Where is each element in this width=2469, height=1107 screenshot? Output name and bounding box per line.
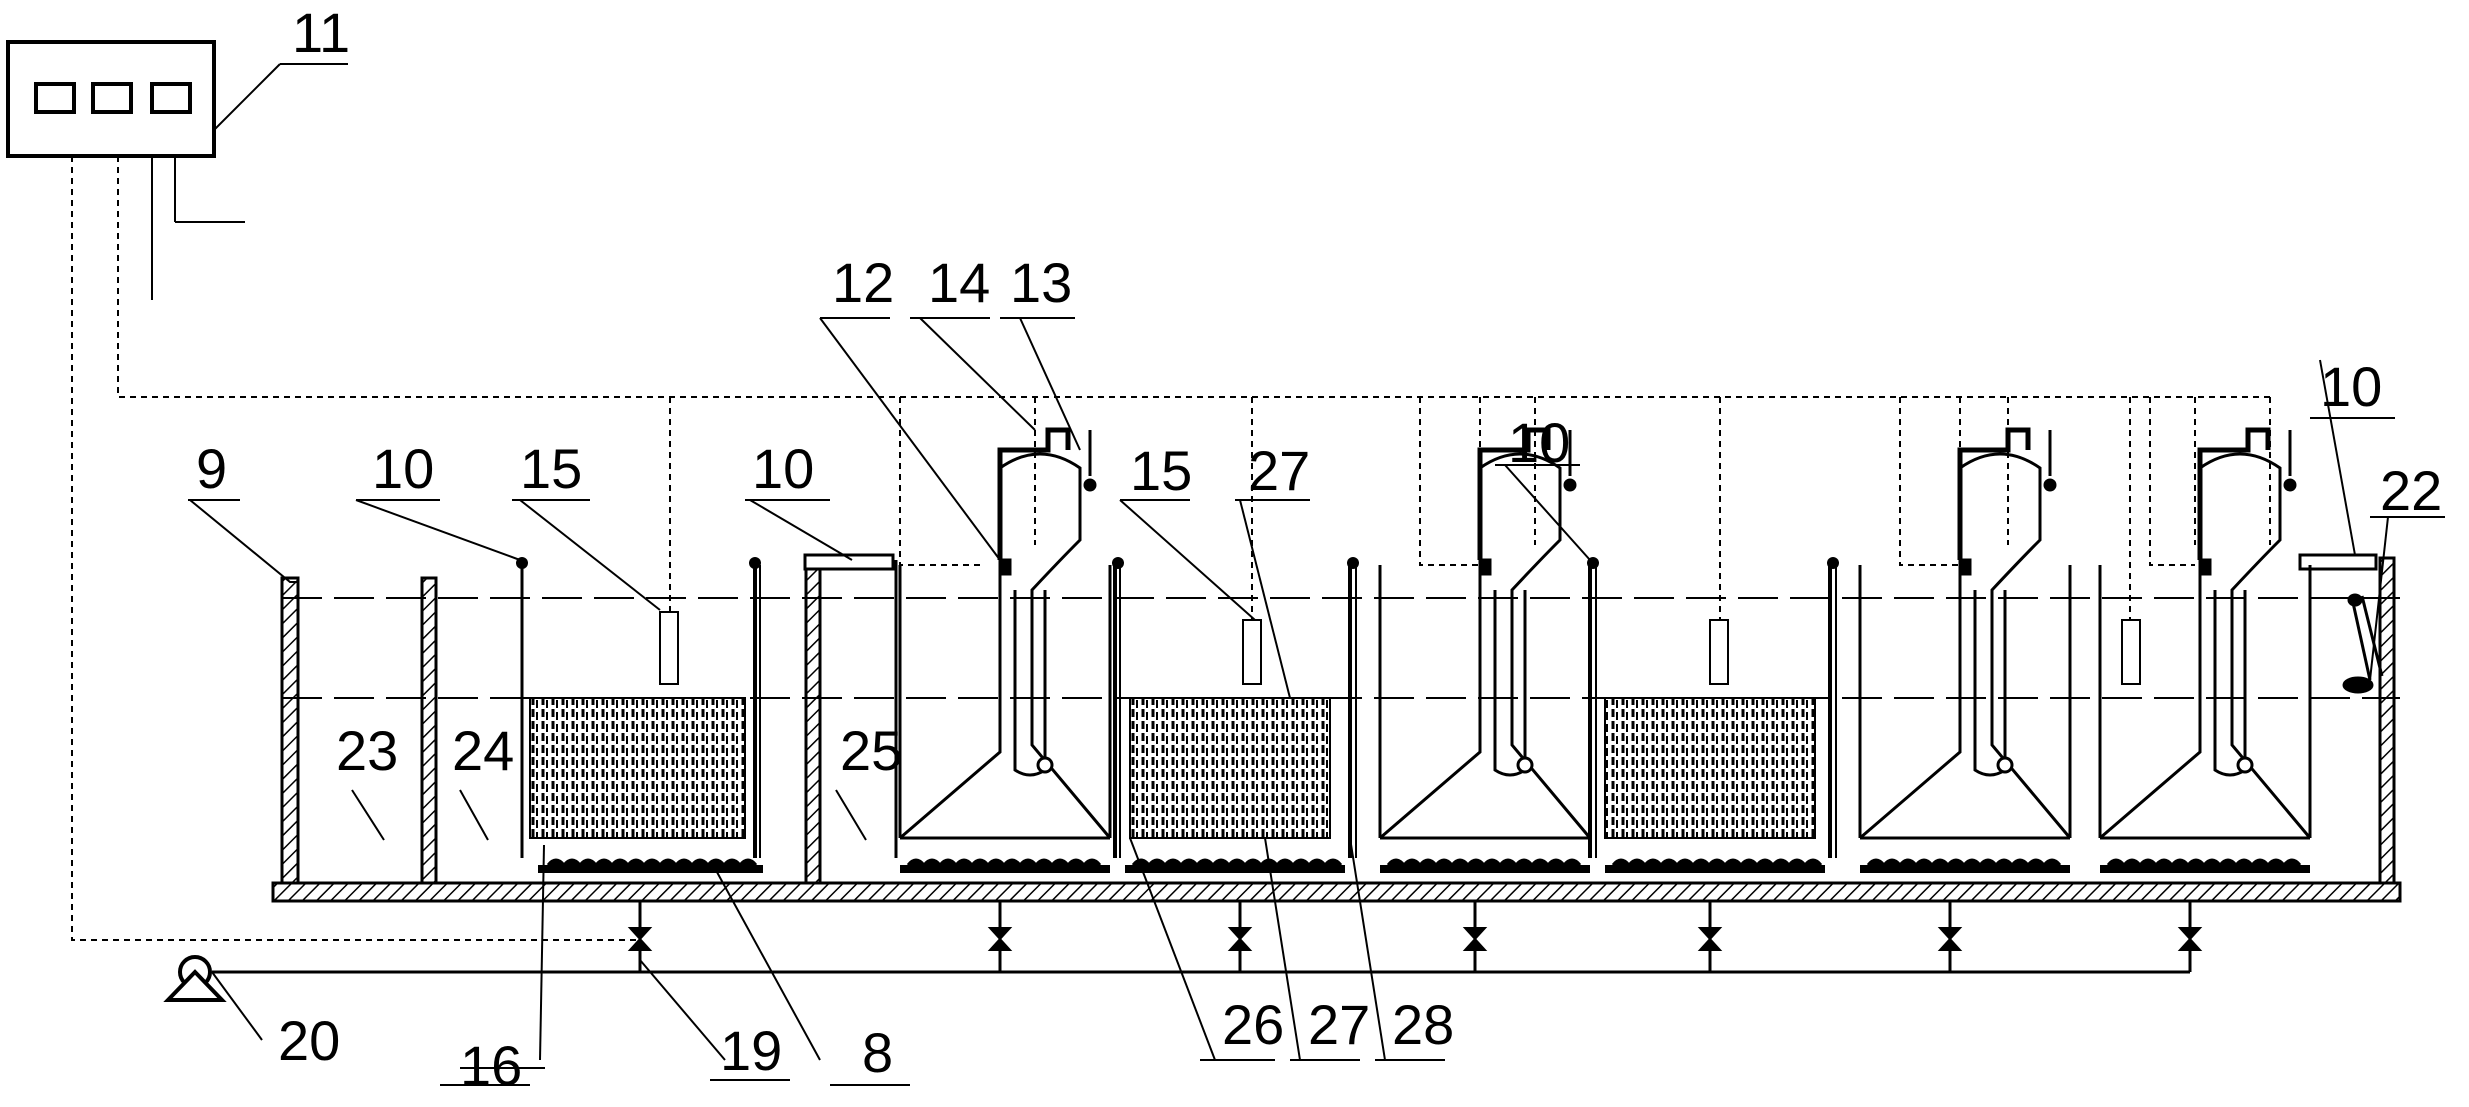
baffle-wall bbox=[420, 576, 438, 885]
outlet-weir bbox=[2298, 553, 2384, 838]
sensor-probe-outlet bbox=[2121, 619, 2141, 685]
valve-icon bbox=[1697, 927, 1723, 951]
sensor-probe bbox=[1242, 619, 1262, 685]
controller-display-3 bbox=[150, 82, 192, 114]
sensor-probe bbox=[659, 611, 679, 685]
label-28: 28 bbox=[1392, 993, 1454, 1056]
label-10: 10 bbox=[372, 437, 434, 500]
label-20: 20 bbox=[278, 1009, 340, 1072]
control-signal-lines bbox=[71, 156, 2271, 941]
valve-icon bbox=[1462, 927, 1488, 951]
filter-module-3 bbox=[1587, 557, 1839, 873]
valves bbox=[627, 927, 2203, 951]
label-22: 22 bbox=[2380, 459, 2442, 522]
water-level-lines bbox=[282, 597, 2400, 699]
valve-icon bbox=[627, 927, 653, 951]
label-11: 11 bbox=[292, 1, 350, 64]
label-23: 23 bbox=[336, 719, 398, 782]
inlet-wall bbox=[280, 576, 300, 885]
label-13: 13 bbox=[1010, 251, 1072, 314]
valve-icon bbox=[1227, 927, 1253, 951]
tank-structure bbox=[271, 556, 2402, 903]
valve-icon bbox=[2177, 927, 2203, 951]
air-pump bbox=[163, 955, 227, 1002]
label-10: 10 bbox=[1508, 411, 1570, 474]
overflow-weir-left bbox=[803, 553, 898, 858]
settler-unit-1 bbox=[898, 427, 1112, 873]
label-12: 12 bbox=[832, 251, 894, 314]
label-8: 8 bbox=[862, 1021, 893, 1084]
label-14: 14 bbox=[928, 251, 990, 314]
label-16: 16 bbox=[460, 1034, 522, 1097]
label-underlines bbox=[188, 63, 2445, 1086]
label-15: 15 bbox=[1130, 439, 1192, 502]
middle-wall bbox=[804, 556, 822, 885]
outlet-wall bbox=[2378, 556, 2396, 885]
valve-icon bbox=[987, 927, 1013, 951]
controller-display-1 bbox=[34, 82, 76, 114]
aeration-pipework bbox=[212, 901, 2192, 974]
label-27: 27 bbox=[1248, 439, 1310, 502]
label-24: 24 bbox=[452, 719, 514, 782]
controller-display-2 bbox=[91, 82, 133, 114]
filter-module-2 bbox=[1112, 557, 1359, 873]
label-9: 9 bbox=[196, 437, 227, 500]
label-19: 19 bbox=[720, 1019, 782, 1082]
settler-unit-2 bbox=[1378, 427, 1592, 873]
filter-module-1 bbox=[516, 557, 763, 873]
settler-units bbox=[898, 427, 2312, 873]
leader-lines bbox=[189, 317, 2389, 1061]
label-15: 15 bbox=[520, 437, 582, 500]
label-25: 25 bbox=[840, 719, 902, 782]
controller-box bbox=[6, 40, 348, 300]
label-10: 10 bbox=[752, 437, 814, 500]
valve-icon bbox=[1937, 927, 1963, 951]
callout-labels: 11 9 10 15 10 12 14 13 15 27 10 10 22 23… bbox=[196, 1, 2442, 1097]
label-26: 26 bbox=[1222, 993, 1284, 1056]
label-27: 27 bbox=[1308, 993, 1370, 1056]
label-10: 10 bbox=[2320, 355, 2382, 418]
sensor-probe bbox=[1709, 619, 1729, 685]
settler-unit-3 bbox=[1858, 427, 2072, 873]
